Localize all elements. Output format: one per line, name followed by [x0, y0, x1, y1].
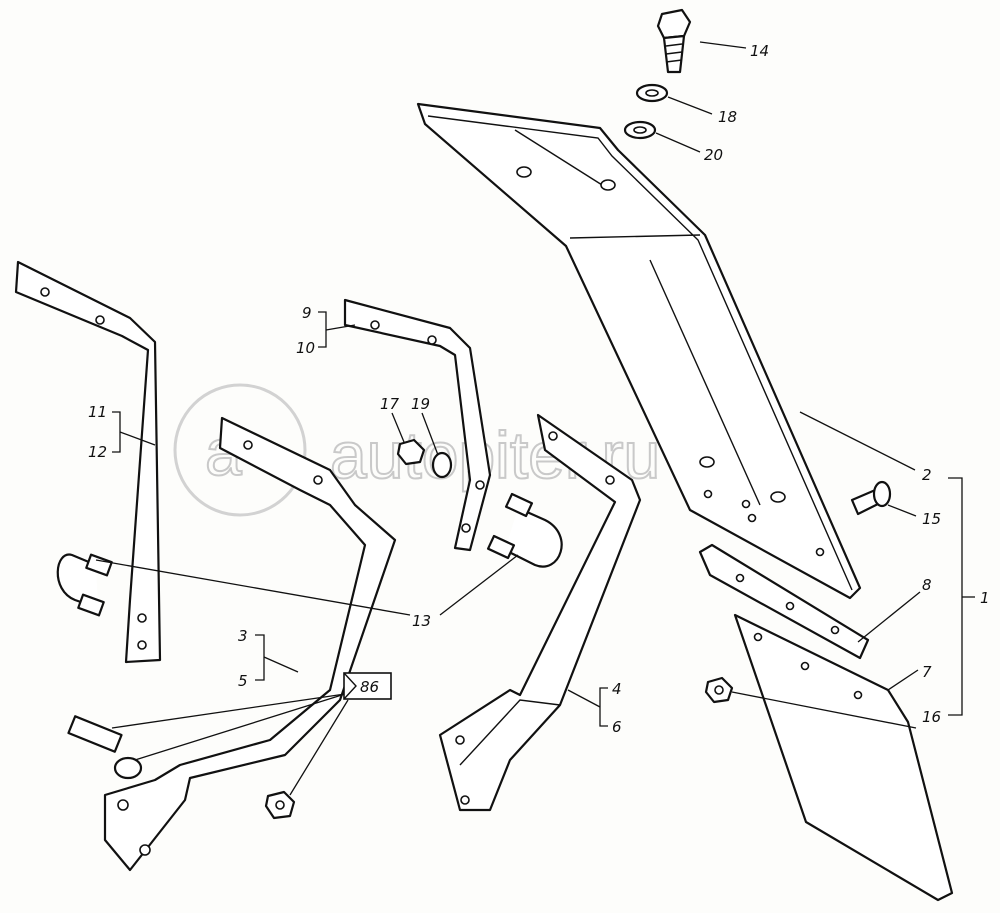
part-15-bolt: [850, 480, 892, 516]
label-8: 8: [922, 576, 932, 594]
label-11: 11: [88, 403, 107, 421]
part-13-u-bolt-right: [486, 492, 563, 568]
label-13: 13: [412, 612, 431, 630]
watermark: a autopiter.ru: [173, 383, 661, 517]
label-10: 10: [296, 339, 315, 357]
label-6: 6: [612, 718, 622, 736]
part-19-washer: [431, 451, 453, 479]
reference-86-label: 86: [360, 678, 379, 696]
reference-box-86: 86: [343, 672, 392, 700]
label-17: 17: [380, 395, 400, 413]
label-2: 2: [922, 466, 932, 484]
part-14-bolt: [656, 8, 692, 74]
label-9: 9: [302, 304, 312, 322]
part-13-u-bolt-left: [56, 553, 113, 617]
stud: [67, 715, 123, 753]
label-4: 4: [612, 680, 622, 698]
part-2-main-plate: [416, 102, 862, 600]
label-20: 20: [704, 146, 723, 164]
part-8-strip: [698, 543, 870, 660]
label-12: 12: [88, 443, 107, 461]
part-9-bracket: [343, 298, 492, 552]
label-15: 15: [922, 510, 941, 528]
label-3: 3: [238, 627, 248, 645]
label-19: 19: [411, 395, 430, 413]
label-5: 5: [238, 672, 248, 690]
label-7: 7: [922, 663, 932, 681]
part-7-mud-flap: [733, 613, 954, 902]
part-11-bracket: [14, 260, 162, 664]
watermark-logo-icon: [173, 383, 307, 517]
part-3-bracket: [103, 416, 397, 872]
part-4-bracket: [438, 413, 642, 812]
label-18: 18: [718, 108, 737, 126]
washer: [113, 756, 143, 780]
label-14: 14: [750, 42, 769, 60]
part-17-nut: [396, 438, 426, 466]
label-1: 1: [980, 589, 990, 607]
leader-lines: [95, 41, 975, 796]
part-labels: 14 18 20 2 15 1 8 7 16 9 10 17 19 11 12 …: [88, 42, 990, 736]
label-16: 16: [922, 708, 941, 726]
